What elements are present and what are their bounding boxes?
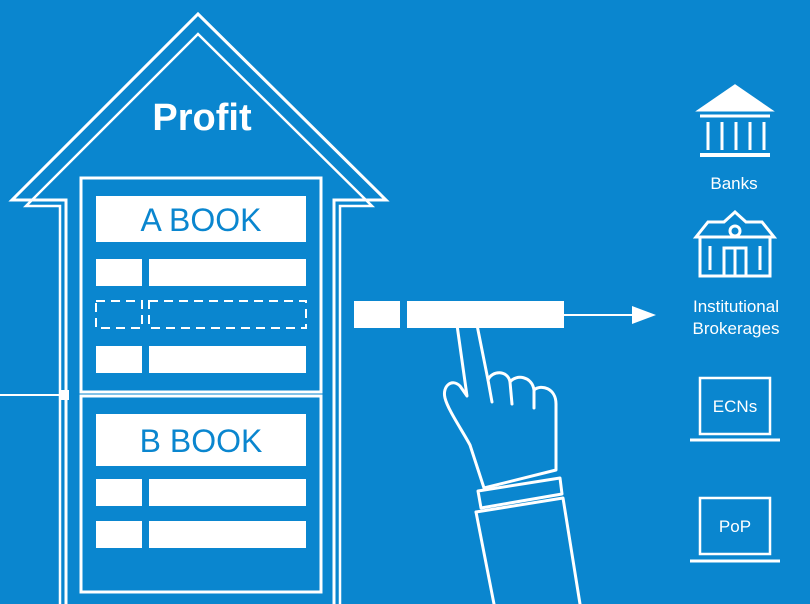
moved-row-small: [354, 301, 400, 328]
pop-label: PoP: [719, 517, 751, 536]
ecns-label: ECNs: [713, 397, 757, 416]
b-book-panel: [79, 394, 323, 594]
pointing-hand-icon: [442, 315, 582, 604]
b-book-rows: [96, 479, 306, 548]
moved-row: [354, 301, 564, 328]
book-panels: [79, 176, 323, 594]
institutional-label-line2: Brokerages: [693, 319, 780, 338]
bank-building-icon: [695, 84, 775, 157]
ecns-laptop-icon: [690, 376, 780, 442]
incoming-connector: [0, 390, 69, 400]
a-book-row-1-small: [96, 259, 142, 286]
a-book-panel: [79, 176, 323, 394]
a-book-rows: [96, 259, 306, 373]
b-book-row-2-small: [96, 521, 142, 548]
a-book-row-1-wide: [149, 259, 306, 286]
a-book-header: [96, 196, 306, 242]
b-book-row-1-small: [96, 479, 142, 506]
b-book-header: [96, 414, 306, 466]
institutional-label-line1: Institutional: [693, 297, 779, 316]
a-book-row-3-wide: [149, 346, 306, 373]
a-book-label: A BOOK: [141, 202, 262, 238]
b-book-label: B BOOK: [140, 423, 263, 459]
profit-label: Profit: [152, 97, 252, 139]
institution-building-icon: [692, 209, 778, 278]
route-arrow: [564, 306, 656, 324]
pop-laptop-icon: [690, 496, 780, 563]
b-book-row-1-wide: [149, 479, 306, 506]
banks-label: Banks: [710, 174, 757, 193]
b-book-row-2-wide: [149, 521, 306, 548]
a-book-row-3-small: [96, 346, 142, 373]
moved-row-wide: [407, 301, 564, 328]
a-book-row-2-dashed: [95, 300, 307, 329]
house-outline: [8, 11, 390, 604]
